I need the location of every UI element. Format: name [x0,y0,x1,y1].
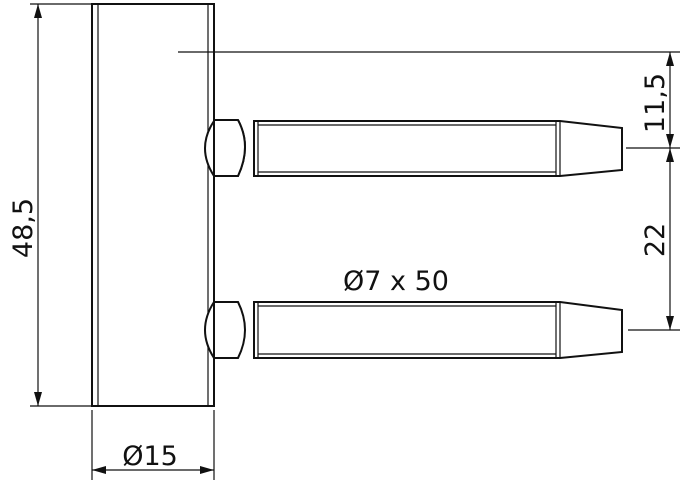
dimension-label-pin-size: Ø7 x 50 [343,266,449,297]
lower-pin [204,298,623,362]
dimension-label-barrel-diameter: Ø15 [122,441,178,472]
dimension-barrel-diameter: Ø15 [92,441,214,474]
dimension-pin-spacing: 22 [640,148,674,330]
extension-lines [30,3,680,480]
dimension-label-top-offset: 11,5 [640,73,671,133]
dimension-label-total-height: 48,5 [8,198,39,258]
dimension-total-height: 48,5 [8,4,42,406]
hinge-barrel [91,3,215,407]
dimension-top-offset: 11,5 [640,52,674,148]
upper-pin [204,117,623,180]
dimension-label-pin-spacing: 22 [640,223,671,257]
